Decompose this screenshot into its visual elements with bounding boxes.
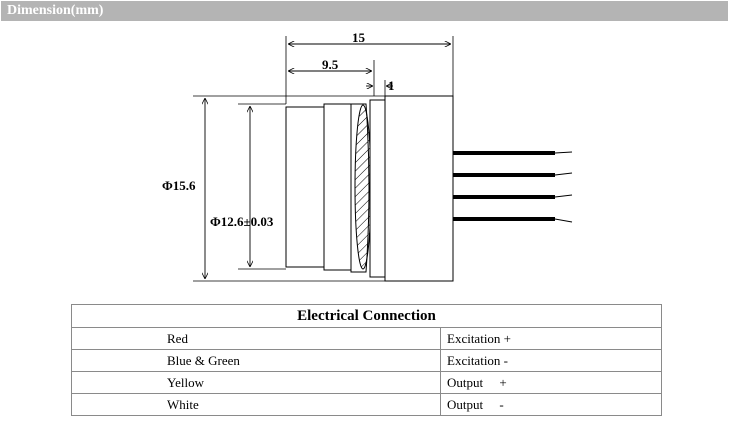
wire-function-cell: Output + bbox=[440, 371, 662, 394]
wire-function-cell: Output - bbox=[440, 393, 662, 416]
sensor-housing bbox=[384, 95, 454, 282]
wire-function-cell: Excitation + bbox=[440, 327, 662, 350]
dimension-inner-diameter-label: Φ12.6±0.03 bbox=[210, 214, 274, 229]
wire-function-cell: Excitation - bbox=[440, 349, 662, 372]
table-row: Red Excitation + bbox=[71, 327, 662, 350]
sensor-flange bbox=[369, 99, 386, 278]
dimension-overall-length: 15 bbox=[288, 30, 451, 45]
table-row: White Output - bbox=[71, 393, 662, 416]
lead-wires bbox=[453, 151, 573, 223]
wire-color-cell: Yellow bbox=[71, 371, 441, 394]
table-header-row: Electrical Connection bbox=[71, 304, 662, 328]
sensor-diaphragm-cap bbox=[285, 106, 325, 268]
wire-color-cell: Red bbox=[71, 327, 441, 350]
sensor-body bbox=[285, 95, 454, 282]
wire-color-cell: Blue & Green bbox=[71, 349, 441, 372]
dimension-outer-diameter-label: Φ15.6 bbox=[162, 178, 196, 193]
electrical-connection-table: Electrical Connection Red Excitation + B… bbox=[71, 304, 662, 416]
dimension-overall-length-label: 15 bbox=[352, 30, 366, 45]
table-title: Electrical Connection bbox=[71, 304, 662, 328]
dimension-gap-label: 1 bbox=[388, 78, 395, 93]
sensor-body-ring bbox=[323, 103, 352, 271]
dimension-body-length-label: 9.5 bbox=[322, 57, 339, 72]
section-title: Dimension(mm) bbox=[7, 3, 104, 18]
wire-color-cell: White bbox=[71, 393, 441, 416]
table-row: Blue & Green Excitation - bbox=[71, 349, 662, 372]
dimension-outer-diameter: Φ15.6 bbox=[162, 98, 205, 279]
dimension-inner-diameter: Φ12.6±0.03 bbox=[210, 106, 274, 267]
dimension-gap: 1 bbox=[366, 78, 395, 93]
sensor-dimension-drawing: 15 9.5 1 Φ15.6 Φ12.6±0.03 bbox=[162, 30, 573, 282]
o-ring-hatched bbox=[354, 104, 372, 270]
section-header: Dimension(mm) bbox=[1, 1, 728, 21]
extension-lines bbox=[193, 36, 454, 282]
table-row: Yellow Output + bbox=[71, 371, 662, 394]
dimension-body-length: 9.5 bbox=[288, 57, 372, 72]
